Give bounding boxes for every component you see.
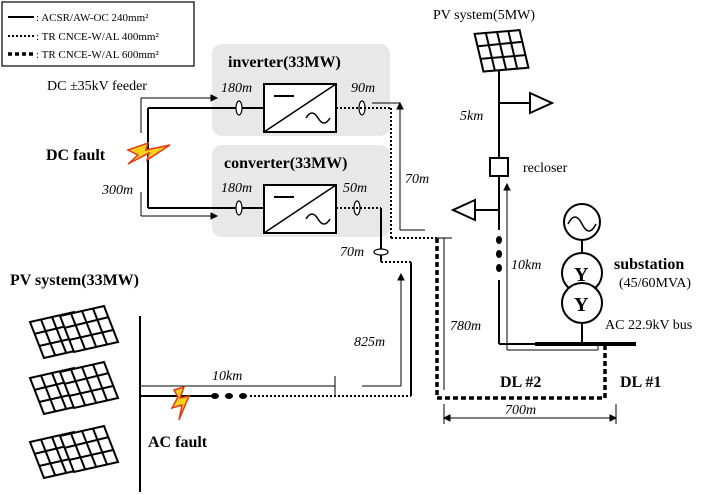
ac-fault-lightning-icon — [170, 385, 191, 421]
legend-dashed-label: : TR CNCE-W/AL 600mm² — [36, 49, 159, 61]
breaker-icon — [373, 248, 389, 256]
distance-converter-in: 180m — [221, 181, 252, 196]
dc-dimension-lines — [140, 94, 219, 220]
substation-rating-label: (45/60MVA) — [619, 276, 691, 291]
legend-box — [1, 1, 195, 67]
pv-33mw-array-icon — [30, 306, 118, 478]
dl1-cable — [435, 238, 607, 400]
dl1-label: DL #1 — [620, 374, 661, 391]
transformer-secondary-label: Y — [574, 294, 589, 316]
dc-feeder-label: DC ±35kV feeder — [47, 79, 147, 94]
distance-inverter-out: 90m — [351, 81, 375, 96]
substation-label: substation — [614, 256, 684, 273]
distance-inverter-in: 180m — [221, 81, 252, 96]
pv-5mw-panel-icon — [468, 23, 535, 79]
legend-dotted-label: : TR CNCE-W/AL 400mm² — [36, 31, 159, 43]
distance-10km-ac: 10km — [212, 369, 242, 384]
continuation-dots — [496, 236, 502, 272]
transformer-primary-label: Y — [574, 264, 589, 286]
distance-5km: 5km — [460, 109, 483, 124]
pv-system-5mw-label: PV system(5MW) — [433, 8, 535, 23]
legend: : ACSR/AW-OC 240mm² : TR CNCE-W/AL 400mm… — [1, 1, 195, 67]
ac-bus-label: AC 22.9kV bus — [605, 318, 692, 333]
distance-70m-left: 70m — [340, 245, 364, 260]
inverter-symbol — [263, 83, 337, 133]
distance-10km-dl: 10km — [511, 258, 541, 273]
converter-label: converter(33MW) — [224, 155, 348, 172]
ac-fault-label: AC fault — [148, 434, 208, 451]
continuation-dots — [211, 393, 247, 399]
distance-dc-300m: 300m — [101, 183, 133, 198]
breaker-icon — [235, 100, 243, 116]
dl2-label: DL #2 — [500, 374, 541, 391]
converter-symbol — [263, 184, 337, 234]
recloser-icon — [489, 157, 509, 177]
pv-system-33mw-label: PV system(33MW) — [10, 272, 139, 289]
distance-converter-out: 50m — [343, 181, 367, 196]
recloser-label: recloser — [523, 161, 568, 176]
dc-fault-lightning-icon — [126, 141, 171, 165]
distance-700m: 700m — [505, 403, 536, 418]
legend-solid-label: : ACSR/AW-OC 240mm² — [36, 12, 149, 24]
inverter-label: inverter(33MW) — [228, 54, 341, 71]
inverter-ac-line — [336, 107, 437, 239]
distance-780m: 780m — [450, 319, 481, 334]
distance-825m: 825m — [354, 335, 385, 350]
distance-70m-right: 70m — [405, 172, 429, 187]
load-triangle-icon — [450, 198, 476, 222]
dc-fault-label: DC fault — [46, 147, 106, 164]
substation-symbol — [561, 203, 603, 344]
dimension-arrows — [139, 101, 618, 424]
load-triangle-icon — [529, 91, 555, 115]
breaker-icon — [235, 200, 243, 216]
